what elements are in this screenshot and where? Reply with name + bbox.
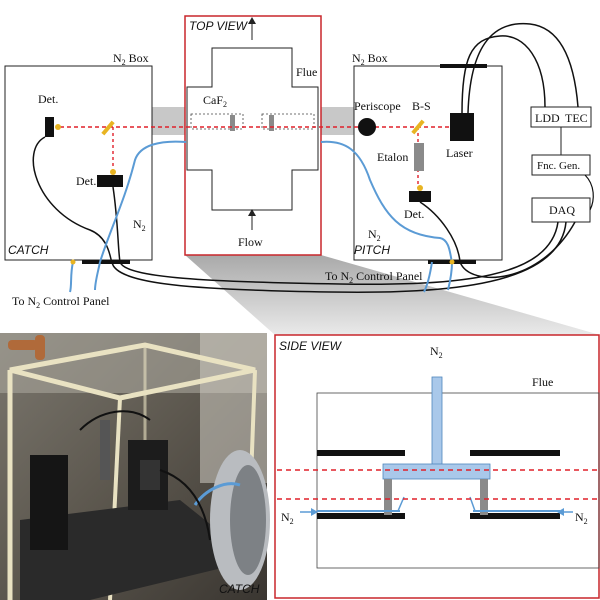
side-flue-label: Flue xyxy=(532,375,553,389)
window-cell-left xyxy=(190,113,244,130)
ldd-label: LDD xyxy=(535,111,560,125)
n2-line-pitch-in xyxy=(447,261,453,291)
window-cell-right xyxy=(261,113,315,130)
zoom-shade-top-view xyxy=(185,255,600,335)
side-n2-top-label: N2 xyxy=(430,344,443,360)
caf2-window-left xyxy=(230,115,235,131)
catch-photo xyxy=(0,333,270,600)
pitch-label: PITCH xyxy=(354,243,390,257)
side-window-right xyxy=(480,479,488,515)
det-catch-top-label: Det. xyxy=(38,92,58,106)
daq-label: DAQ xyxy=(549,203,575,217)
side-view-label: SIDE VIEW xyxy=(279,339,343,353)
detector-pitch-lens xyxy=(417,185,423,191)
fnc-gen-label: Fnc. Gen. xyxy=(537,160,580,172)
cable-laser-tec xyxy=(467,22,579,114)
side-n2-inlet-vertical xyxy=(431,376,443,466)
cable-det-pitch-daq xyxy=(419,201,576,279)
detector-pitch xyxy=(409,191,431,202)
cable-det-catch-top xyxy=(32,136,113,263)
n2-line-catch-in xyxy=(94,261,101,291)
side-flange-bottom-left xyxy=(317,513,405,519)
beam-splitter-pitch xyxy=(411,119,425,135)
det-pitch-label: Det. xyxy=(404,207,424,221)
side-window-left xyxy=(384,479,392,515)
side-flue-outline xyxy=(316,392,600,569)
n2-fitting-pitch xyxy=(449,259,455,265)
n2-line-catch-inner xyxy=(99,140,187,263)
catch-n2-box xyxy=(4,65,153,261)
cable-laser-ldd xyxy=(461,35,546,114)
n2-line-catch-out xyxy=(69,261,74,293)
side-flange-bottom-right xyxy=(470,513,560,519)
top-view-label: TOP VIEW xyxy=(189,19,249,33)
detector-catch-bottom-lens xyxy=(110,169,116,175)
side-flange-top-right xyxy=(470,450,560,456)
n2-fitting-catch xyxy=(70,259,76,265)
cable-det-catch-bottom xyxy=(112,186,121,263)
side-n2-right-label: N2 xyxy=(575,510,588,526)
etalon xyxy=(414,143,424,171)
side-flange-top-left xyxy=(317,450,405,456)
detector-catch-top xyxy=(45,117,54,137)
n2-pitch-label: N2 xyxy=(368,227,381,243)
duct-right xyxy=(321,107,354,135)
side-n2-left-label: N2 xyxy=(281,510,294,526)
n2-catch-label: N2 xyxy=(133,217,146,233)
side-n2-right-arrow-head xyxy=(557,508,564,516)
cable-fnc-daq xyxy=(584,174,594,211)
flue-label-top: Flue xyxy=(296,65,317,79)
periscope-label: Periscope xyxy=(354,99,401,113)
det-catch-bottom-label: Det. xyxy=(76,174,96,188)
catch-label: CATCH xyxy=(8,243,49,257)
side-n2-left-arrow-head xyxy=(311,508,318,516)
flow-label: Flow xyxy=(238,235,263,249)
catch-n2-box-label: N2 Box xyxy=(113,51,149,67)
n2-line-pitch-inner xyxy=(320,140,453,263)
n2-line-pitch-out xyxy=(423,261,433,293)
laser xyxy=(450,113,474,141)
detector-catch-bottom xyxy=(97,175,123,187)
cable-catch-daq-2 xyxy=(119,221,559,285)
tec-label: TEC xyxy=(565,111,588,125)
to-n2-pitch-label: To N2 Control Panel xyxy=(325,269,423,285)
pitch-n2-box-label: N2 Box xyxy=(352,51,388,67)
laser-label: Laser xyxy=(446,146,473,160)
daq-box xyxy=(531,197,591,223)
flue-cross xyxy=(186,47,319,211)
periscope xyxy=(358,118,376,136)
to-n2-catch-label: To N2 Control Panel xyxy=(12,294,110,310)
caf2-label: CaF2 xyxy=(203,93,227,109)
caf2-window-right xyxy=(269,115,274,131)
side-n2-horizontal xyxy=(382,463,491,480)
catch-photo-label: CATCH xyxy=(219,582,260,596)
flow-arrow-top-head xyxy=(248,17,256,24)
bs-label: B-S xyxy=(412,99,431,113)
beam-splitter-catch xyxy=(101,120,115,136)
duct-left xyxy=(152,107,185,135)
etalon-label: Etalon xyxy=(377,150,408,164)
pitch-n2-box xyxy=(353,65,503,261)
flow-arrow-bottom-head xyxy=(248,209,256,216)
detector-catch-top-lens xyxy=(55,124,61,130)
